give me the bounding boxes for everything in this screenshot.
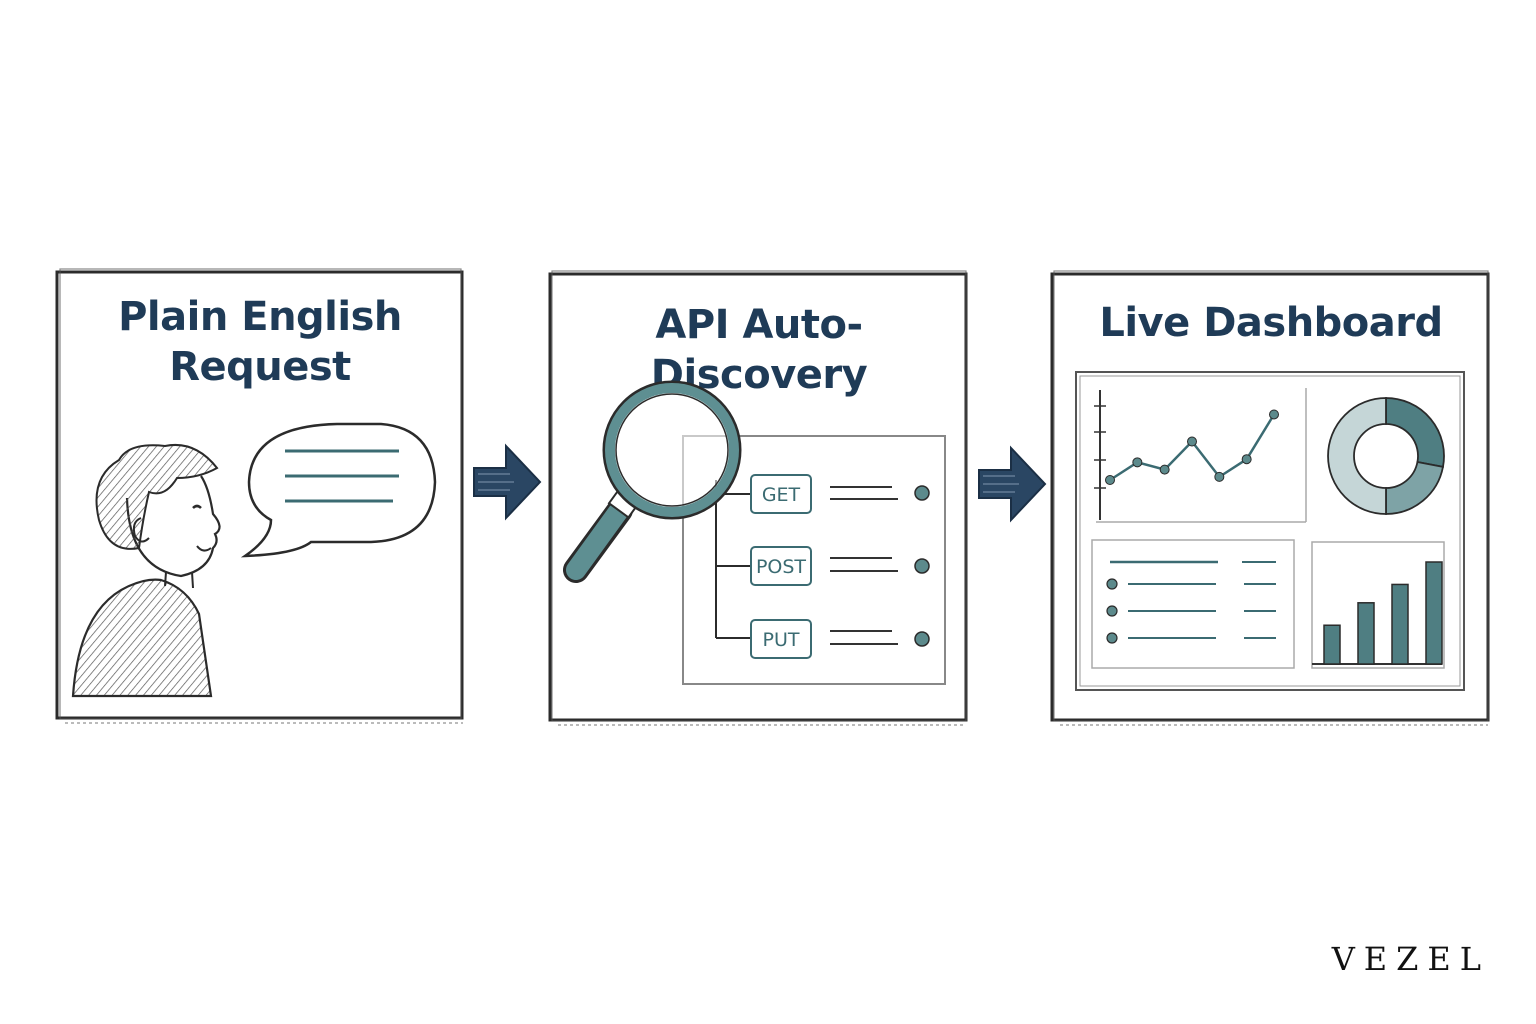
panel-frame	[548, 270, 968, 726]
title-line-2: Request	[169, 344, 351, 390]
donut-slice	[1385, 397, 1445, 468]
panel-discovery: API Auto-Discovery GET POST PUT	[548, 270, 970, 726]
panel-frame	[1050, 270, 1490, 726]
line-point	[1241, 454, 1252, 465]
bar	[1323, 624, 1341, 665]
list-widget	[1106, 560, 1276, 644]
panel-title: Live Dashboard	[1050, 298, 1492, 348]
method-label: GET	[762, 484, 801, 506]
line-point	[1159, 464, 1170, 475]
speech-bubble-icon	[241, 422, 437, 558]
line-point	[1269, 409, 1279, 420]
endpoint-put: PUT	[750, 619, 930, 659]
line-point	[1187, 436, 1197, 447]
bar	[1425, 561, 1443, 665]
donut-slice	[1327, 397, 1387, 515]
magnifier-icon	[563, 380, 742, 583]
method-label: POST	[756, 556, 806, 578]
line-chart	[1105, 409, 1279, 485]
bar	[1391, 583, 1409, 665]
arrow-right-icon	[978, 445, 1047, 523]
line-point	[1214, 471, 1225, 482]
bar-chart	[1323, 561, 1443, 665]
person-icon	[71, 444, 221, 698]
endpoint-post: POST	[750, 546, 930, 586]
arrow-right-icon	[473, 443, 542, 521]
line-point	[1105, 475, 1115, 485]
line-point	[1132, 457, 1143, 468]
bar	[1357, 602, 1375, 665]
panel-request: Plain English Request	[55, 268, 465, 724]
title-line-1: Plain English	[118, 294, 402, 340]
brand-logo: VEZEL	[1331, 940, 1490, 978]
method-label: PUT	[763, 629, 800, 651]
endpoint-get: GET	[750, 474, 930, 514]
panel-dashboard: Live Dashboard	[1050, 270, 1492, 726]
panel-frame	[55, 268, 464, 724]
panel-title: Plain English Request	[55, 292, 465, 392]
title-line-1: Live Dashboard	[1099, 300, 1443, 346]
dashboard-mock	[1075, 371, 1465, 691]
donut-chart	[1327, 397, 1445, 515]
